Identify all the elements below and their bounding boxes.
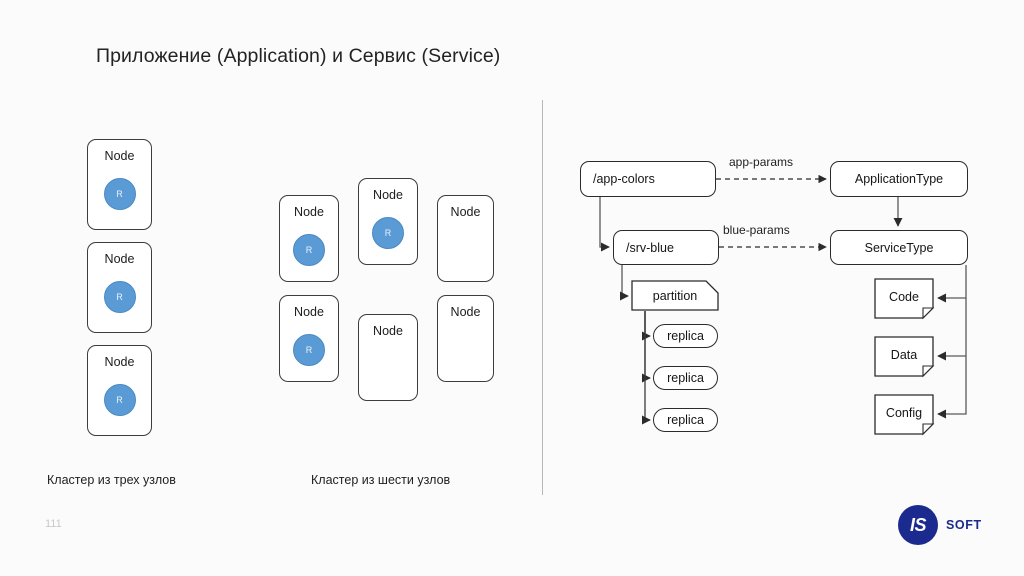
edge-label-app-params: app-params — [729, 155, 794, 169]
cluster3-node-3[interactable]: Node R — [87, 345, 152, 436]
cluster6-node-3[interactable]: Node R — [358, 178, 418, 265]
replica-circle: R — [103, 178, 136, 210]
cluster6-caption: Кластер из шести узлов — [311, 473, 451, 487]
node-label: Node — [450, 205, 481, 219]
cluster6-node-6[interactable]: Node — [437, 295, 494, 382]
doc-code[interactable]: Code — [875, 279, 933, 315]
pill-replica-2[interactable]: replica — [653, 366, 718, 390]
node-label: Node — [294, 305, 324, 319]
brand-logo: IS SOFT — [898, 505, 982, 545]
box-partition[interactable]: partition — [632, 281, 718, 310]
cluster3-caption: Кластер из трех узлов — [47, 473, 176, 487]
logo-mark-text: IS — [909, 514, 927, 535]
replica-circle: R — [293, 334, 325, 366]
node-label: Node — [294, 205, 324, 219]
box-app-colors[interactable]: /app-colors — [580, 161, 716, 197]
logo-mark-icon: IS — [898, 505, 938, 545]
node-label: Node — [104, 149, 135, 163]
replica-circle-label: R — [116, 292, 123, 302]
logo-wordmark: SOFT — [946, 518, 982, 532]
cluster3-node-1[interactable]: Node R — [87, 139, 152, 230]
node-label: Node — [373, 324, 403, 338]
cluster6-node-2[interactable]: Node R — [279, 295, 339, 382]
replica-circle-label: R — [116, 189, 123, 199]
doc-config[interactable]: Config — [875, 395, 933, 431]
doc-code-label: Code — [889, 290, 919, 304]
doc-data[interactable]: Data — [875, 337, 933, 373]
node-label: Node — [104, 252, 135, 266]
page-number: 111 — [45, 518, 62, 530]
page-title: Приложение (Application) и Сервис (Servi… — [96, 45, 501, 67]
replica-circle: R — [372, 217, 404, 249]
panel-divider — [542, 100, 543, 495]
doc-config-label: Config — [885, 406, 923, 420]
replica-circle: R — [293, 234, 325, 266]
replica-circle: R — [103, 384, 136, 416]
box-srv-blue-label: /srv-blue — [626, 240, 674, 255]
box-application-type-label: ApplicationType — [854, 172, 944, 186]
box-partition-label: partition — [652, 288, 698, 303]
doc-data-label: Data — [890, 348, 918, 362]
pill-replica-1-label: replica — [667, 329, 704, 343]
cluster3-node-2[interactable]: Node R — [87, 242, 152, 333]
pill-replica-3-label: replica — [667, 413, 704, 427]
node-label: Node — [450, 305, 481, 319]
replica-circle-label: R — [384, 228, 392, 238]
box-app-colors-label: /app-colors — [593, 172, 655, 186]
replica-circle-label: R — [116, 395, 123, 405]
box-service-type-label: ServiceType — [864, 240, 934, 255]
edge-label-blue-params: blue-params — [723, 223, 790, 237]
pill-replica-1[interactable]: replica — [653, 324, 718, 348]
box-srv-blue[interactable]: /srv-blue — [613, 230, 719, 265]
cluster6-node-4[interactable]: Node — [358, 314, 418, 401]
replica-circle-label: R — [305, 345, 313, 355]
box-application-type[interactable]: ApplicationType — [830, 161, 968, 197]
replica-circle-label: R — [305, 245, 313, 255]
node-label: Node — [373, 188, 403, 202]
cluster6-node-5[interactable]: Node — [437, 195, 494, 282]
cluster6-node-1[interactable]: Node R — [279, 195, 339, 282]
replica-circle: R — [103, 281, 136, 313]
box-service-type[interactable]: ServiceType — [830, 230, 968, 265]
node-label: Node — [104, 355, 135, 369]
pill-replica-2-label: replica — [667, 371, 704, 385]
pill-replica-3[interactable]: replica — [653, 408, 718, 432]
